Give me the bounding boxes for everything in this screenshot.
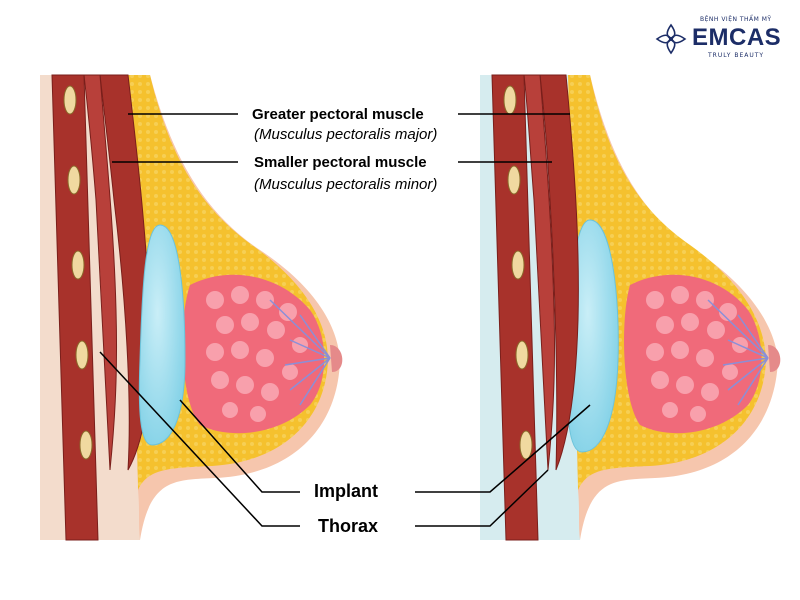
emcas-logo: BỆNH VIỆN THẨM MỸ EMCAS TRULY BEAUTY [650,14,790,62]
logo-name: EMCAS [692,24,782,51]
left-ribs [63,85,93,460]
right-pectoralis-minor [523,74,556,471]
leader-lines [99,113,591,527]
label-smaller-pectoral: Smaller pectoral muscle [254,154,427,171]
label-thorax: Thorax [318,516,379,536]
label-greater-pectoral: Greater pectoral muscle [252,106,424,123]
label-implant: Implant [314,481,379,501]
right-pectoralis-major [539,74,579,471]
logo-subtitle: BỆNH VIỆN THẨM MỸ [700,16,772,23]
left-breast [40,74,343,541]
label-greater-pectoral-latin: (Musculus pectoralis major) [254,126,438,143]
leader-thorax-left [99,351,300,527]
left-thorax [51,74,99,541]
right-thorax [491,74,539,541]
left-pectoralis-major [99,74,151,471]
left-implant [138,224,186,446]
right-mammary-gland [624,274,769,434]
left-pectoralis-minor [83,74,118,471]
label-smaller-pectoral-latin: (Musculus pectoralis minor) [254,176,438,193]
leader-implant-left [179,399,300,493]
leader-implant-right [415,404,591,493]
left-nipple [330,345,343,372]
right-ribs [503,85,533,460]
left-mammary-gland [182,274,331,434]
flower-icon [655,23,687,55]
logo-tagline: TRULY BEAUTY [708,52,765,59]
leader-thorax-right [415,469,549,527]
right-nipple [768,345,781,372]
right-breast [480,74,781,541]
